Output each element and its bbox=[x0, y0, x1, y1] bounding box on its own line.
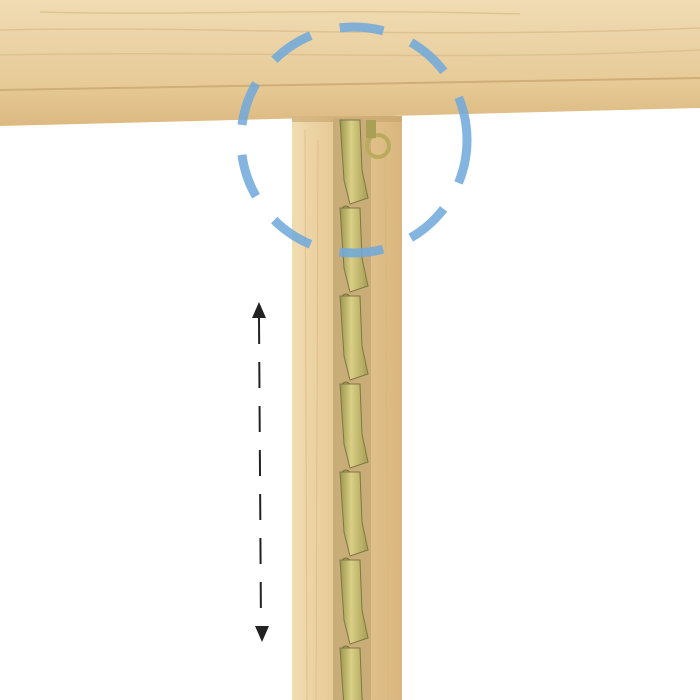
ratchet-tooth bbox=[339, 559, 369, 645]
ratchet-tooth bbox=[339, 119, 369, 205]
ratchet-tooth bbox=[339, 295, 369, 381]
shelf-board bbox=[0, 0, 700, 126]
adjust-arrow-icon bbox=[252, 302, 269, 642]
ratchet-tooth bbox=[339, 471, 369, 557]
ratchet-tooth bbox=[339, 647, 363, 700]
ring-icon bbox=[365, 120, 391, 159]
ratchet-strip bbox=[333, 118, 371, 700]
highlight-circle-icon bbox=[236, 22, 472, 258]
ratchet-tooth bbox=[339, 383, 369, 469]
